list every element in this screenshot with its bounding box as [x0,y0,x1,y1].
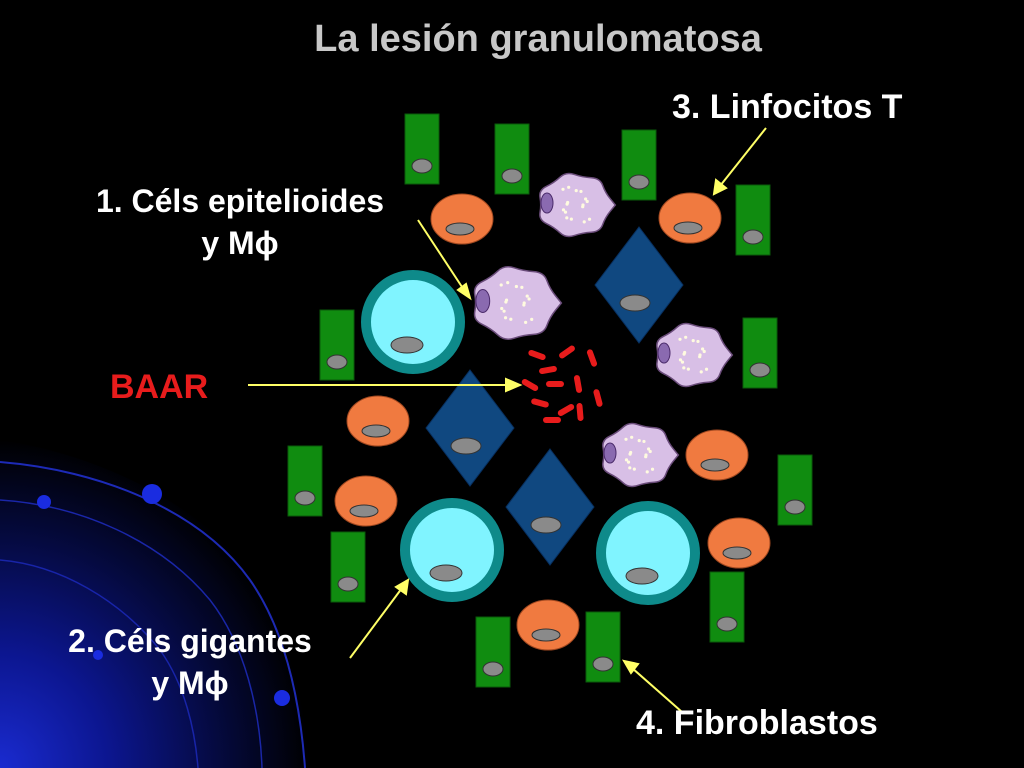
fibroblast-cell [319,309,355,381]
baar-bacillus [531,398,549,408]
fibroblast-cell [742,317,778,389]
epithelioid-cell [594,226,684,344]
baar-bacillus [559,345,575,359]
fibroblast-cell [287,445,323,517]
arrow-t-cell [712,127,767,196]
label-giant-line2: y Mϕ [151,665,229,701]
arrow-fibroblast [621,659,683,713]
baar-bacillus [546,381,564,387]
baar-bacillus [573,375,583,393]
pointer-arrows [248,127,767,713]
fibroblast-cell [475,616,511,688]
epithelioid-cell [505,448,595,566]
t-lymphocyte-cell [707,517,771,569]
t-lymphocyte-cell [430,193,494,245]
macrophage-cell [656,322,734,388]
baar-bacillus [539,365,557,375]
label-epithelioid-cells: 1. Céls epitelioides y Mϕ [30,180,450,264]
fibroblast-cell [621,129,657,201]
label-fibroblasts: 4. Fibroblastos [636,704,878,742]
t-lymphocyte-cell [334,475,398,527]
label-giant-cells: 2. Céls gigantes y Mϕ [20,620,360,704]
label-giant-line1: 2. Céls gigantes [68,623,312,659]
epithelioid-cell [425,369,515,487]
label-epithelioid-line1: 1. Céls epitelioides [95,183,385,219]
giant-cell [361,270,465,374]
background-decoration [0,440,310,768]
label-baar: BAAR [110,368,209,406]
baar-bacillus [521,379,539,391]
arrow-epithelioid [417,219,472,301]
t-lymphocyte-cell [346,395,410,447]
fibroblast-cell [777,454,813,526]
macrophage-cell [539,172,617,238]
baar-bacillus [593,389,603,407]
arrow-baar [248,377,523,393]
fibroblast-cell [735,184,771,256]
macrophage-cell [473,266,563,340]
baar-bacillus [557,404,575,416]
baar-bacillus [576,403,584,421]
giant-cell [596,501,700,605]
slide-title: La lesión granulomatosa [314,18,762,60]
fibroblast-cell [330,531,366,603]
label-epithelioid-line2: y Mϕ [201,225,279,261]
giant-cell [400,498,504,602]
label-t-lymphocytes: 3. Linfocitos T [672,88,903,126]
arrow-giant-cell [349,578,410,659]
baar-bacillus [543,417,561,423]
t-lymphocyte-cell [516,599,580,651]
t-lymphocyte-cell [685,429,749,481]
fibroblast-cell [494,123,530,195]
fibroblast-cell [585,611,621,683]
t-lymphocyte-cell [658,192,722,244]
baar-bacillus [528,349,546,361]
fibroblast-cell [404,113,440,185]
macrophage-cell [602,422,680,488]
fibroblast-cell [709,571,745,643]
baar-bacillus [586,349,598,367]
